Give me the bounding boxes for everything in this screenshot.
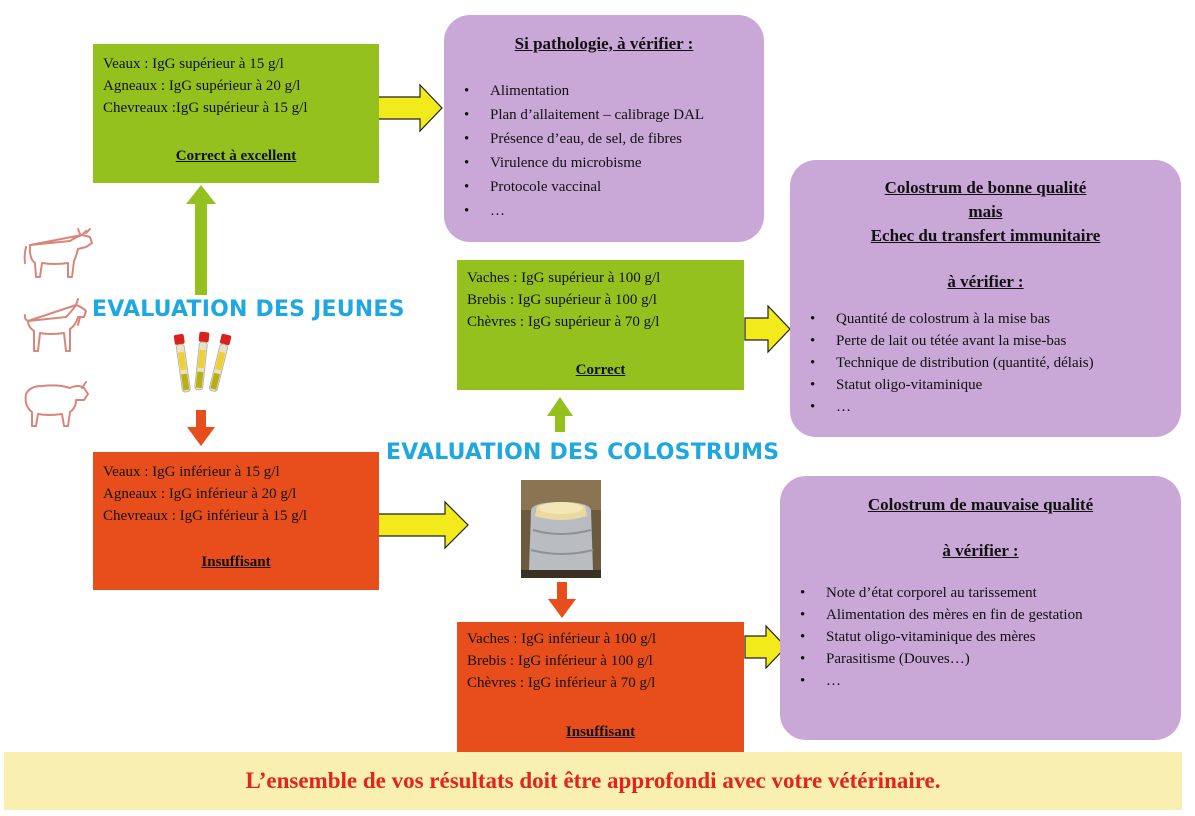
good-colostrum-list: Quantité de colostrum à la mise bas Pert… <box>790 308 1181 418</box>
pathology-item: … <box>444 199 764 223</box>
sheep-icon <box>24 381 89 427</box>
goat-icon <box>23 298 87 352</box>
arrow-colostrum-bad-to-box <box>744 624 787 670</box>
arrow-youth-down-red-head <box>187 427 215 446</box>
arrow-colostrum-up-green <box>555 414 565 432</box>
bad-colostrum-title: Colostrum de mauvaise qualité <box>867 495 1094 514</box>
youth-bad-line: Chevreaux : IgG inférieur à 15 g/l <box>103 508 308 524</box>
milk-can-icon <box>521 480 601 578</box>
arrow-youth-up-green <box>195 202 207 295</box>
colostrum-bad-line: Chèvres : IgG inférieur à 70 g/l <box>467 675 656 691</box>
good-colostrum-title-line: Echec du transfert immunitaire <box>870 226 1101 245</box>
colostrum-good-line: Vaches : IgG supérieur à 100 g/l <box>467 270 661 286</box>
footer-banner: L’ensemble de vos résultats doit être ap… <box>4 752 1182 810</box>
arrow-colostrum-good-to-box <box>744 304 791 354</box>
youth-good-line: Chevreaux :IgG supérieur à 15 g/l <box>103 100 308 116</box>
colostrum-good-verdict: Correct <box>575 362 626 378</box>
good-colostrum-title-line: Colostrum de bonne qualité <box>884 178 1087 197</box>
good-colostrum-item: … <box>790 396 1181 418</box>
good-colostrum-item: Technique de distribution (quantité, dél… <box>790 352 1181 374</box>
pathology-box: Si pathologie, à vérifier : Alimentation… <box>444 15 764 242</box>
good-colostrum-check-label: à vérifier : <box>947 272 1024 291</box>
colostrum-good-lines: Vaches : IgG supérieur à 100 g/l Brebis … <box>467 267 744 333</box>
youth-good-verdict: Correct à excellent <box>175 148 297 164</box>
arrow-colostrum-down-red <box>557 582 567 602</box>
arrow-colostrum-down-red-head <box>548 599 576 618</box>
blood-tubes-icon <box>173 331 232 393</box>
youth-evaluation-heading: EVALUATION DES JEUNES <box>92 297 405 322</box>
colostrum-good-box: Vaches : IgG supérieur à 100 g/l Brebis … <box>457 260 744 390</box>
arrow-youth-up-green-head <box>186 185 216 204</box>
pathology-item: Virulence du microbisme <box>444 151 764 175</box>
footer-text: L’ensemble de vos résultats doit être ap… <box>245 768 941 793</box>
colostrum-good-line: Brebis : IgG supérieur à 100 g/l <box>467 292 657 308</box>
youth-good-box: Veaux : IgG supérieur à 15 g/l Agneaux :… <box>93 44 379 183</box>
pathology-item: Alimentation <box>444 79 764 103</box>
youth-bad-verdict: Insuffisant <box>201 554 271 570</box>
colostrum-bad-line: Vaches : IgG inférieur à 100 g/l <box>467 631 657 647</box>
youth-bad-lines: Veaux : IgG inférieur à 15 g/l Agneaux :… <box>103 461 379 527</box>
bad-colostrum-item: Note d’état corporel au tarissement <box>780 582 1181 604</box>
good-colostrum-item: Quantité de colostrum à la mise bas <box>790 308 1181 330</box>
youth-good-lines: Veaux : IgG supérieur à 15 g/l Agneaux :… <box>103 53 379 119</box>
good-colostrum-item: Statut oligo-vitaminique <box>790 374 1181 396</box>
bad-colostrum-item: … <box>780 670 1181 692</box>
youth-bad-line: Veaux : IgG inférieur à 15 g/l <box>103 464 280 480</box>
bad-colostrum-item: Statut oligo-vitaminique des mères <box>780 626 1181 648</box>
bad-colostrum-check-label: à vérifier : <box>942 541 1019 560</box>
colostrum-evaluation-heading: EVALUATION DES COLOSTRUMS <box>386 440 780 465</box>
youth-good-line: Agneaux : IgG supérieur à 20 g/l <box>103 78 301 94</box>
cow-icon <box>23 228 93 278</box>
arrow-colostrum-up-green-head <box>547 397 573 416</box>
pathology-item: Protocole vaccinal <box>444 175 764 199</box>
bad-colostrum-item: Alimentation des mères en fin de gestati… <box>780 604 1181 626</box>
colostrum-bad-lines: Vaches : IgG inférieur à 100 g/l Brebis … <box>467 628 744 694</box>
bad-colostrum-box: Colostrum de mauvaise qualité à vérifier… <box>780 476 1181 740</box>
good-colostrum-item: Perte de lait ou tétée avant la mise-bas <box>790 330 1181 352</box>
pathology-item: Plan d’allaitement – calibrage DAL <box>444 103 764 127</box>
youth-bad-box: Veaux : IgG inférieur à 15 g/l Agneaux :… <box>93 452 379 590</box>
colostrum-good-line: Chèvres : IgG supérieur à 70 g/l <box>467 314 660 330</box>
arrow-youth-good-to-pathology <box>377 83 443 133</box>
pathology-item: Présence d’eau, de sel, de fibres <box>444 127 764 151</box>
youth-bad-line: Agneaux : IgG inférieur à 20 g/l <box>103 486 297 502</box>
youth-good-line: Veaux : IgG supérieur à 15 g/l <box>103 56 284 72</box>
good-colostrum-title-line: mais <box>968 202 1003 221</box>
bad-colostrum-item: Parasitisme (Douves…) <box>780 648 1181 670</box>
good-colostrum-box: Colostrum de bonne qualité mais Echec du… <box>790 160 1181 437</box>
colostrum-bad-box: Vaches : IgG inférieur à 100 g/l Brebis … <box>457 622 744 752</box>
pathology-list: Alimentation Plan d’allaitement – calibr… <box>444 79 764 223</box>
bad-colostrum-list: Note d’état corporel au tarissement Alim… <box>780 582 1181 692</box>
arrow-youth-down-red <box>196 410 206 430</box>
pathology-title: Si pathologie, à vérifier : <box>514 34 694 53</box>
colostrum-bad-line: Brebis : IgG inférieur à 100 g/l <box>467 653 653 669</box>
colostrum-bad-verdict: Insuffisant <box>565 724 636 740</box>
arrow-youth-bad-to-colostrum <box>377 500 469 550</box>
